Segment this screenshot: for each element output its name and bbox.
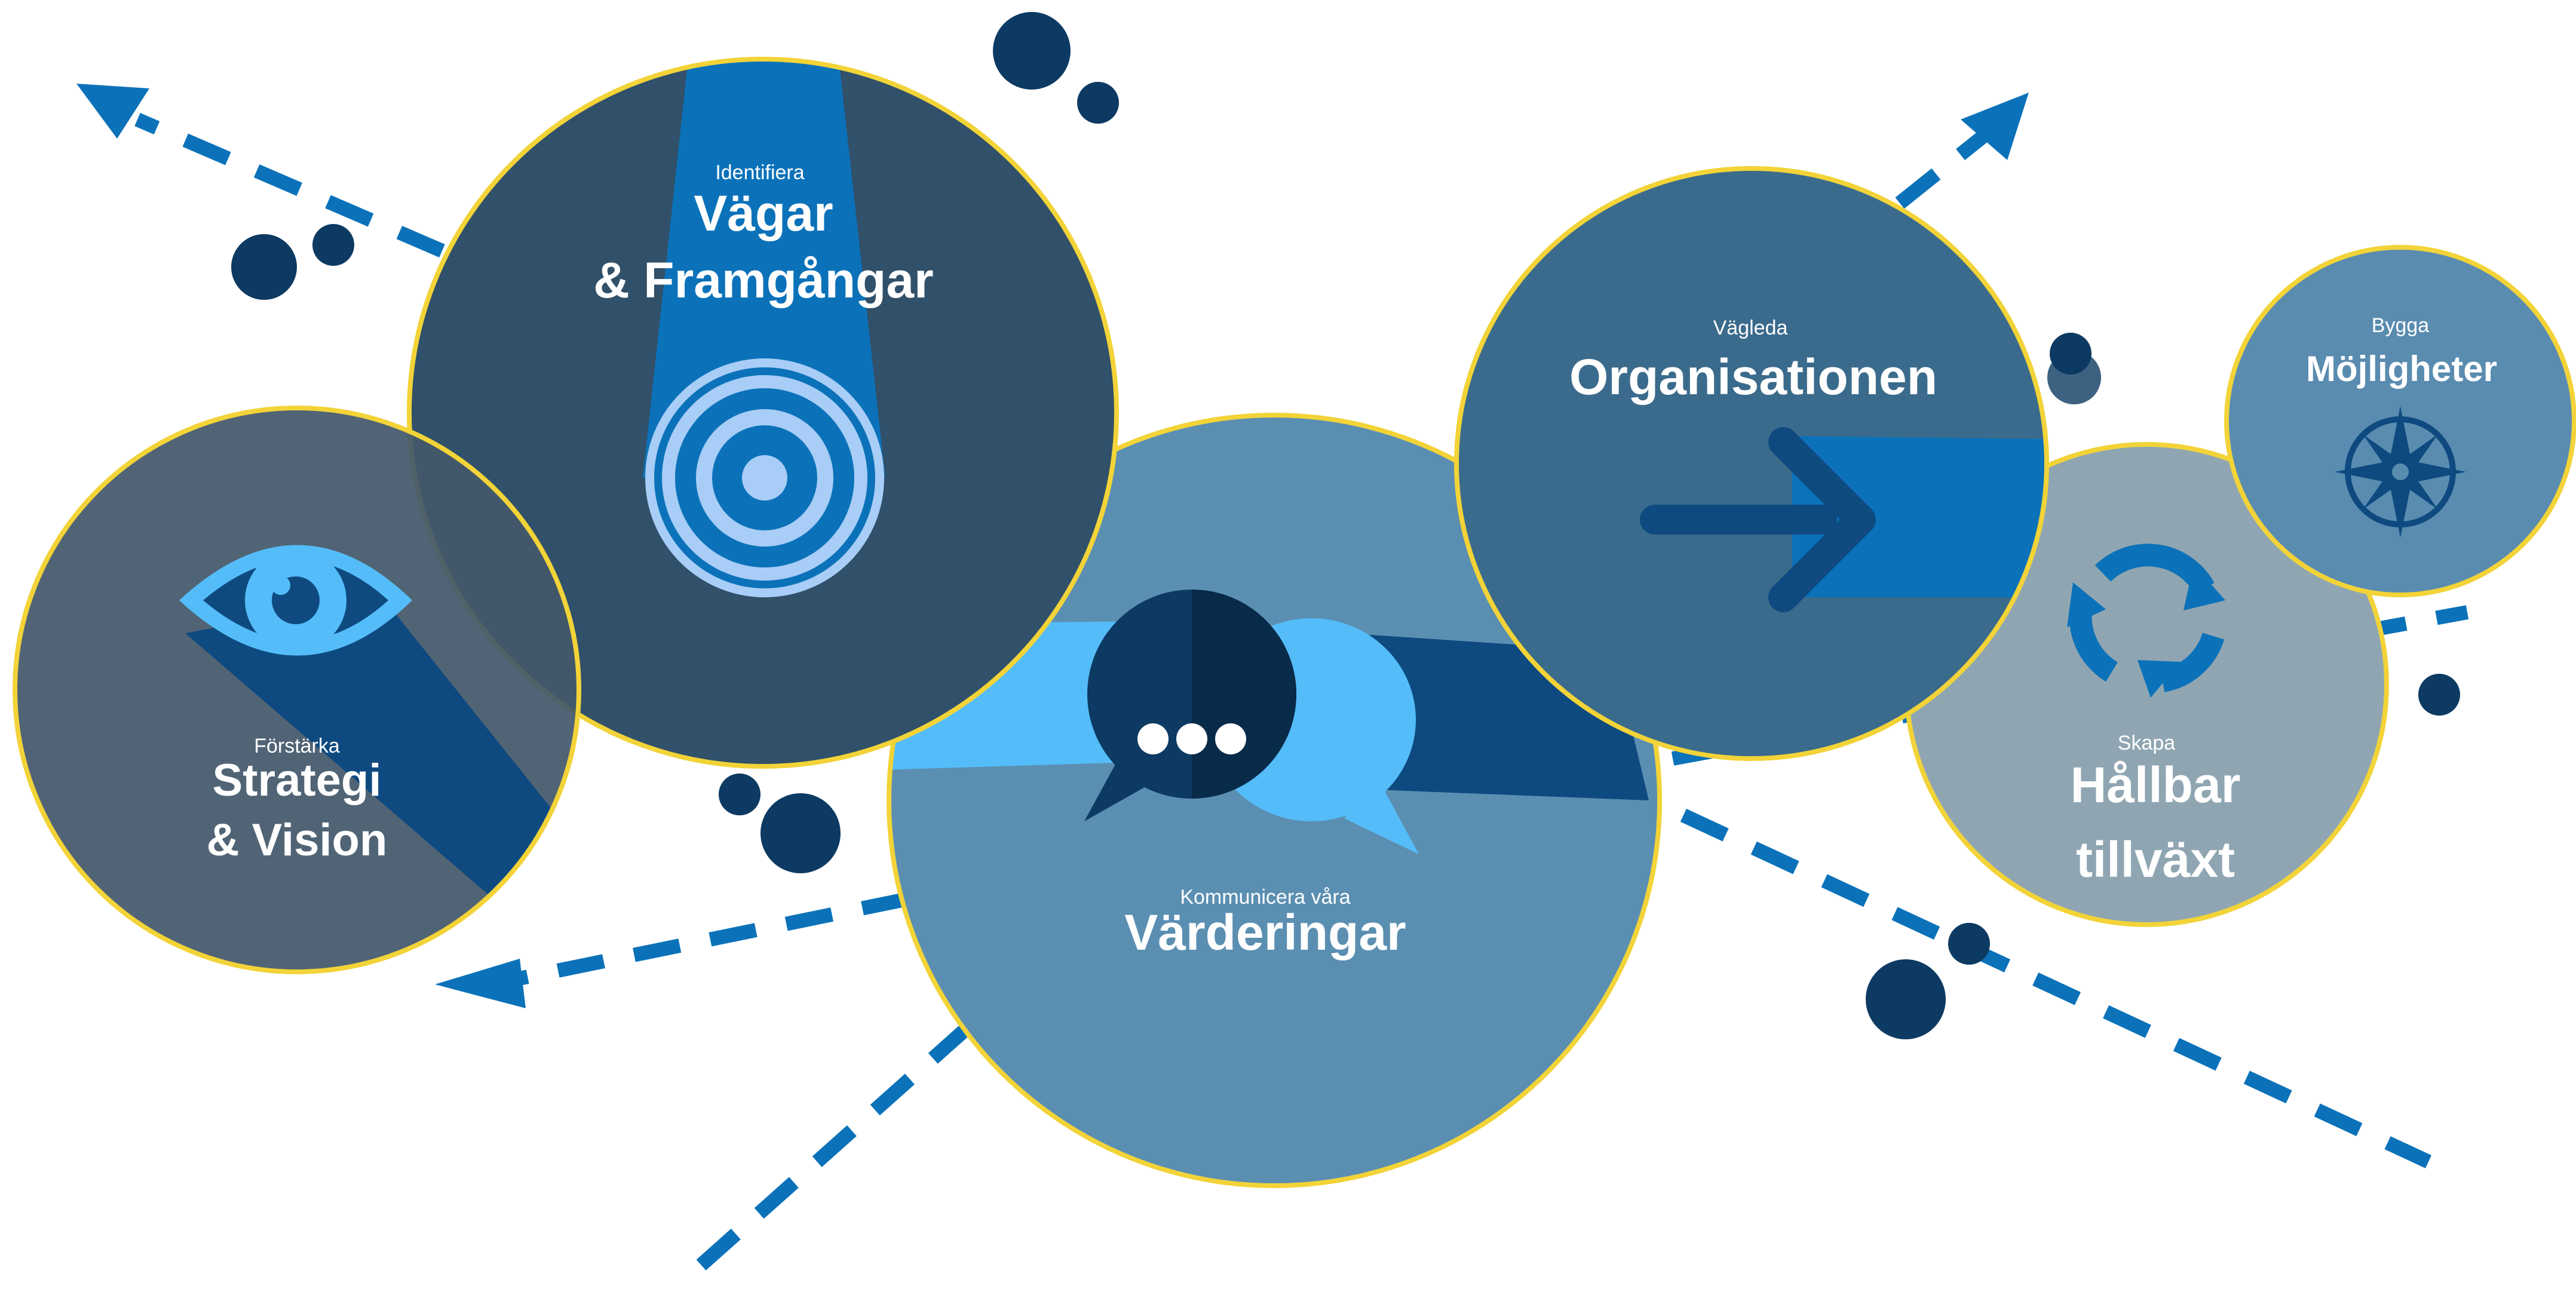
dot <box>312 224 354 266</box>
arrowhead-layer <box>76 84 2029 1008</box>
dot <box>2047 351 2101 404</box>
dot <box>1948 923 1990 965</box>
target-icon <box>645 358 884 597</box>
node-title: Vägar <box>694 185 833 241</box>
compass-rose-icon <box>2335 406 2466 538</box>
node-border <box>13 406 581 974</box>
dashed-line-top-left <box>134 112 445 258</box>
recycle-arrows-icon <box>2067 544 2225 698</box>
node-subtitle: Kommunicera våra <box>1180 886 1350 909</box>
node-strategi: Förstärka Strategi & Vision <box>13 406 581 974</box>
dot <box>993 12 1071 90</box>
arrowhead-bottom-left <box>435 959 526 1008</box>
spotlight-beam <box>643 59 885 478</box>
node-border <box>1454 166 2049 761</box>
dashed-line-top-right <box>1895 125 1994 209</box>
dot <box>2418 674 2460 716</box>
node-subtitle: Förstärka <box>254 735 340 757</box>
node-vagar: Identifiera Vägar & Framgångar <box>407 57 1119 769</box>
dot-layer <box>231 12 2460 1039</box>
arrow-beam <box>1792 436 2047 597</box>
node-mojligheter: Bygga Möjligheter <box>2224 245 2576 597</box>
node-title: Värderingar <box>1124 904 1406 960</box>
node-title: Organisationen <box>1569 349 1937 405</box>
node-border <box>887 413 1662 1188</box>
node-circle <box>1456 168 2047 759</box>
dashed-line-bottom-left <box>512 892 910 987</box>
chat-bubbles-icon <box>1084 590 1419 854</box>
node-title-line-2: tillväxt <box>2076 831 2235 888</box>
node-title: Möjligheter <box>2306 349 2497 389</box>
node-subtitle: Identifiera <box>715 161 804 184</box>
node-subtitle: Skapa <box>2118 732 2175 754</box>
node-border <box>407 57 1119 769</box>
dot <box>760 793 841 873</box>
arrow-right-icon <box>1640 427 1876 612</box>
dot <box>1866 959 1946 1039</box>
eye-icon <box>179 545 412 656</box>
node-subtitle: Vägleda <box>1713 317 1788 339</box>
node-title: Hållbar <box>2071 757 2241 813</box>
node-title-line-2: & Framgångar <box>593 252 933 308</box>
dot <box>231 234 297 300</box>
node-subtitle: Bygga <box>2372 314 2429 337</box>
dashed-line-bottom <box>688 1022 973 1278</box>
eye-shadow-beam <box>185 597 574 896</box>
node-title: Strategi <box>213 755 382 806</box>
node-border <box>2224 245 2576 597</box>
node-organisationen: Vägleda Organisationen <box>1454 166 2049 761</box>
arrowhead-top-left <box>76 84 149 139</box>
dot <box>719 774 760 815</box>
dot <box>1077 82 1119 124</box>
node-title-line-2: & Vision <box>207 815 388 866</box>
arrowhead-top-right <box>1961 93 2029 160</box>
